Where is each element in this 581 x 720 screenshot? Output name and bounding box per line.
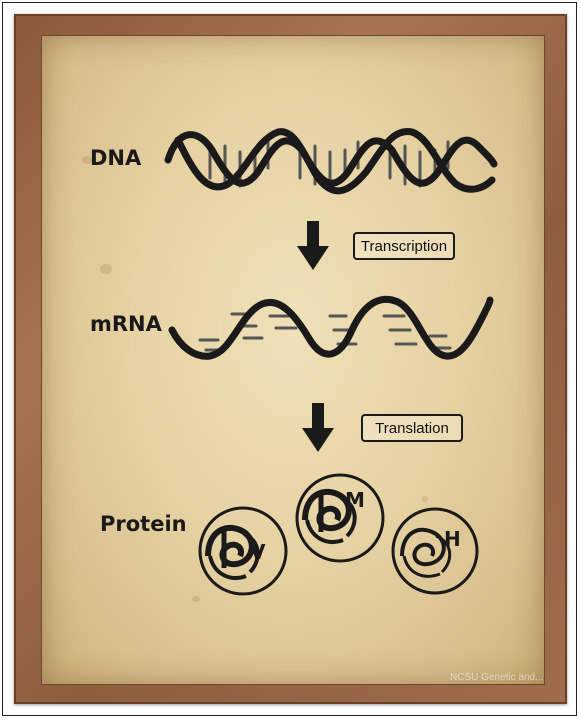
- protein-v-icon: [200, 508, 286, 594]
- dna-helix: [168, 132, 494, 191]
- protein-h-icon: [393, 509, 477, 593]
- protein-m-letter: M: [345, 488, 365, 512]
- protein-h-letter: H: [444, 527, 461, 551]
- protein-v-letter: V: [250, 540, 266, 564]
- mrna-strand: [172, 299, 490, 356]
- arrow-down-icon: [302, 403, 334, 452]
- arrow-down-icon: [297, 221, 329, 270]
- protein-m-icon: [297, 475, 383, 561]
- watermark: NCSU Genetic and...: [450, 672, 543, 683]
